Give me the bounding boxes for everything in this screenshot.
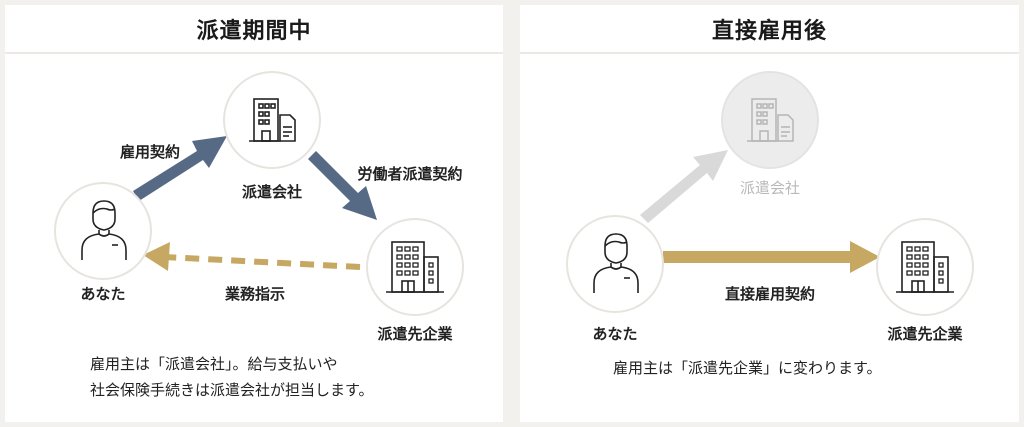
panel-title: 派遣期間中 [196,18,312,44]
node-label-staffing-company-faded: 派遣会社 [739,179,801,197]
note-line-1: 雇用主は「派遣会社」。給与支払いや [90,355,338,373]
office-building-document-icon [249,98,296,142]
diagram-canvas [566,71,974,316]
node-label-client-company: 派遣先企業 [377,325,453,343]
right-note: 雇用主は「派遣先企業」に変わります。 [613,359,882,377]
left-note: 雇用主は「派遣会社」。給与支払いや 社会保険手続きは派遣会社が担当します。 [90,351,374,403]
panel-during-dispatch: 派遣期間中 [5,5,503,422]
edge-label-employment-contract: 雇用契約 [119,143,181,161]
panel-header: 派遣期間中 [5,5,503,54]
edge-label-work-instruction: 業務指示 [224,285,286,303]
edge-label-dispatch-contract: 労働者派遣契約 [357,165,463,183]
employment-contract-arrow [133,136,227,201]
office-building-document-icon [747,98,794,142]
panel-header: 直接雇用後 [520,5,1019,54]
faded-link-arrow [640,150,728,223]
client-company-node [366,218,464,316]
person-icon [81,200,127,260]
node-label-you: あなた [592,325,638,343]
edge-label-direct-employment-contract: 直接雇用契約 [724,285,816,303]
staffing-company-node-faded [721,71,819,169]
client-company-node [876,218,974,316]
node-label-client-company: 派遣先企業 [887,325,963,343]
office-buildings-icon [896,241,954,293]
staffing-company-node [223,71,321,169]
dispatch-contract-arrow [308,151,377,220]
node-label-staffing-company: 派遣会社 [241,183,303,201]
diagram-canvas [54,71,464,316]
work-instruction-arrow [143,242,361,271]
note-line-2: 社会保険手続きは派遣会社が担当します。 [90,381,374,399]
panel-title: 直接雇用後 [711,18,827,44]
node-label-you: あなた [80,285,126,303]
office-buildings-icon [386,241,444,293]
direct-employment-arrow [663,241,880,273]
you-node [54,182,152,280]
person-icon [593,233,639,293]
you-node [566,215,664,313]
panel-after-direct-hire: 直接雇用後 [520,5,1019,422]
